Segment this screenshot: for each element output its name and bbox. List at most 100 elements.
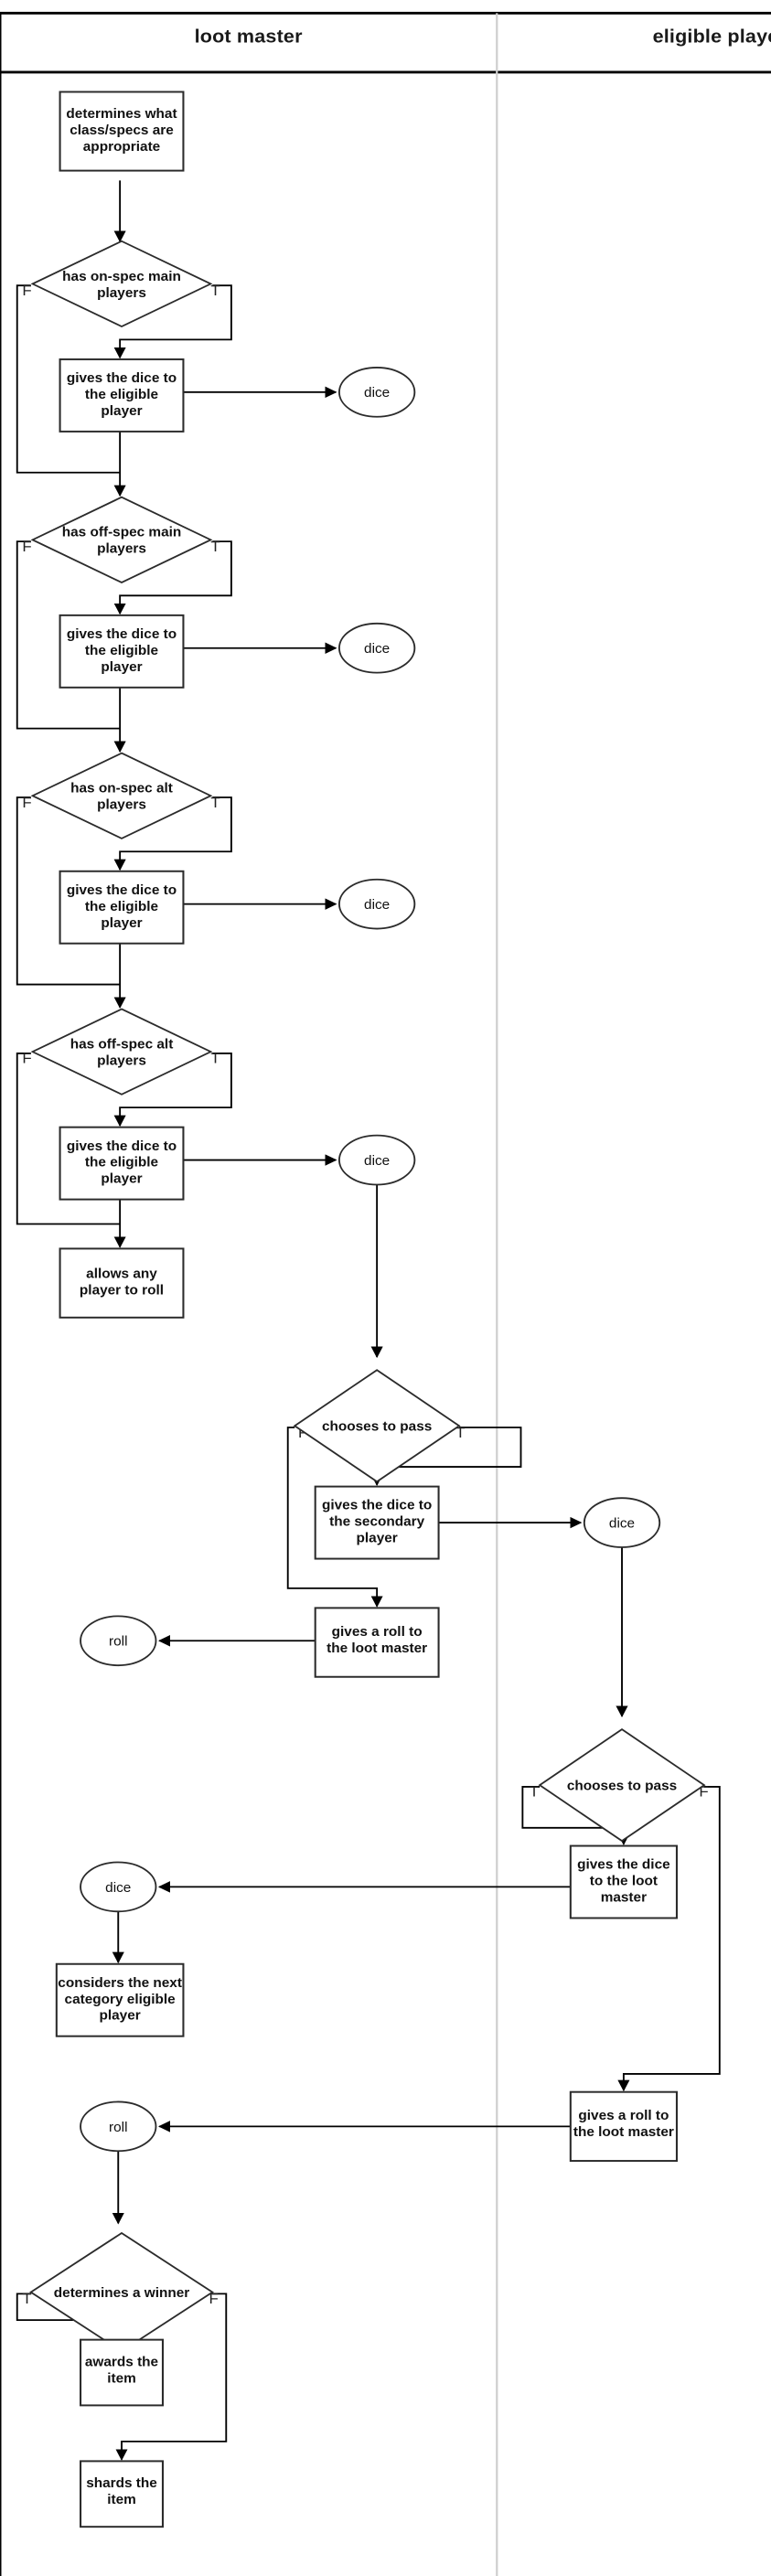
node-eligible-gives-roll[interactable]: gives a roll to the loot master	[314, 1607, 440, 1678]
node-line: dice	[105, 1880, 131, 1896]
edge-offspecalt-false	[16, 1053, 121, 1225]
node-line: allows any	[86, 1267, 157, 1282]
node-gives-dice-loot-master[interactable]: gives the dice to the loot master	[569, 1844, 678, 1919]
edge-onspecalt-false	[16, 796, 121, 986]
node-dice-6[interactable]: dice	[80, 1861, 157, 1913]
node-line: player	[101, 659, 142, 675]
diagram-outer-frame	[0, 11, 771, 2576]
edge-label-secondarypass-false: F	[699, 1784, 708, 1801]
node-line: player to roll	[80, 1283, 164, 1299]
edge-offspecmain-true	[113, 540, 232, 615]
node-line: dice	[609, 1516, 635, 1532]
node-shards-the-item[interactable]: shards the item	[80, 2460, 164, 2528]
node-line: the secondary	[329, 1514, 425, 1530]
node-has-on-spec-main[interactable]: has on-spec main players	[30, 240, 213, 328]
edge-onspecmain-false	[16, 284, 121, 474]
node-line: player	[357, 1531, 398, 1546]
node-line: has off-spec alt	[70, 1037, 174, 1053]
node-line: determines a winner	[54, 2285, 190, 2301]
node-line: has on-spec main	[62, 269, 181, 284]
node-dice-5[interactable]: dice	[583, 1497, 661, 1548]
node-line: gives the dice to	[67, 882, 177, 898]
node-determines-class-specs[interactable]: determines what class/specs are appropri…	[59, 91, 185, 172]
node-line: dice	[364, 1153, 390, 1169]
node-gives-dice-eligible-4[interactable]: gives the dice to the eligible player	[59, 1126, 185, 1201]
edge-eligiblepass-false	[286, 1427, 383, 1608]
node-line: gives a roll to	[332, 1624, 423, 1640]
node-line: the loot master	[573, 2124, 674, 2140]
node-gives-dice-secondary[interactable]: gives the dice to the secondary player	[314, 1485, 440, 1560]
node-roll-2[interactable]: roll	[80, 2100, 157, 2153]
lane-title-eligible-player: eligible player	[653, 27, 771, 47]
node-line: roll	[109, 1634, 127, 1650]
node-has-off-spec-main[interactable]: has off-spec main players	[30, 496, 213, 583]
node-line: has on-spec alt	[70, 781, 173, 796]
node-dice-1[interactable]: dice	[337, 367, 416, 418]
node-dice-2[interactable]: dice	[337, 622, 416, 674]
node-line: dice	[364, 641, 390, 657]
edge-label-onspecalt-true: T	[210, 795, 220, 811]
node-line: players	[97, 541, 146, 557]
node-line: the eligible	[85, 643, 158, 658]
edge-label-offspecmain-true: T	[210, 539, 220, 555]
edge-label-layer: F T F T F T F T F T T F T F	[22, 283, 708, 2307]
edge-label-onspecalt-false: F	[22, 795, 31, 811]
edge-offspecalt-true	[113, 1053, 232, 1128]
node-line: the eligible	[85, 899, 158, 914]
node-line: to the loot	[590, 1874, 658, 1889]
node-line: players	[97, 1053, 146, 1069]
node-line: the eligible	[85, 1155, 158, 1170]
node-line: the eligible	[85, 387, 158, 402]
edge-secondarypass-false	[617, 1786, 721, 2092]
node-line: dice	[364, 897, 390, 913]
edge-label-offspecalt-false: F	[22, 1051, 31, 1067]
lane-titles: loot master eligible player secondary pl…	[195, 27, 771, 47]
node-allows-any-player-roll[interactable]: allows any player to roll	[59, 1247, 185, 1319]
node-gives-dice-eligible-2[interactable]: gives the dice to the eligible player	[59, 614, 185, 689]
node-considers-next-category[interactable]: considers the next category eligible pla…	[55, 1962, 185, 2037]
node-dice-3[interactable]: dice	[337, 878, 416, 930]
edge-label-offspecalt-true: T	[210, 1051, 220, 1067]
node-dice-4[interactable]: dice	[337, 1134, 416, 1186]
edge-label-eligiblepass-true: T	[455, 1425, 465, 1441]
node-line: master	[601, 1890, 648, 1906]
node-line: player	[101, 915, 142, 931]
node-line: gives the dice to	[322, 1498, 432, 1513]
node-secondary-chooses-to-pass[interactable]: chooses to pass	[538, 1728, 706, 1843]
node-line: awards the	[85, 2355, 158, 2370]
node-line: player	[101, 403, 142, 419]
node-line: class/specs are	[70, 123, 174, 138]
swimlane-frame	[0, 11, 771, 2576]
node-awards-the-item[interactable]: awards the item	[80, 2338, 164, 2407]
node-line: chooses to pass	[322, 1419, 432, 1435]
node-roll-1[interactable]: roll	[80, 1615, 157, 1667]
node-line: player	[101, 1171, 142, 1187]
node-line: shards the	[86, 2475, 157, 2491]
edge-label-offspecmain-false: F	[22, 539, 31, 555]
node-line: gives a roll to	[578, 2108, 669, 2123]
node-eligible-chooses-to-pass[interactable]: chooses to pass	[293, 1369, 461, 1483]
node-line: player	[100, 2008, 141, 2024]
node-has-off-spec-alt[interactable]: has off-spec alt players	[30, 1008, 213, 1096]
node-line: chooses to pass	[567, 1779, 677, 1794]
edge-label-determineswinner-true: T	[22, 2291, 31, 2307]
node-line: item	[107, 2492, 136, 2507]
node-gives-dice-eligible-1[interactable]: gives the dice to the eligible player	[59, 358, 185, 433]
node-has-on-spec-alt[interactable]: has on-spec alt players	[30, 752, 213, 839]
edge-layer	[16, 180, 721, 2461]
node-line: item	[107, 2371, 136, 2387]
node-line: players	[97, 285, 146, 301]
node-gives-dice-eligible-3[interactable]: gives the dice to the eligible player	[59, 870, 185, 945]
node-line: the loot master	[327, 1641, 427, 1656]
edge-label-eligiblepass-false: F	[298, 1425, 307, 1441]
lane-title-loot-master: loot master	[195, 27, 303, 47]
node-line: determines what	[66, 106, 177, 122]
edge-label-secondarypass-true: T	[530, 1784, 539, 1801]
node-secondary-gives-roll[interactable]: gives a roll to the loot master	[569, 2090, 678, 2163]
edge-onspecmain-true	[113, 284, 232, 359]
node-determines-a-winner[interactable]: determines a winner	[29, 2231, 214, 2353]
node-line: considers the next	[58, 1975, 182, 1991]
node-line: gives the dice to	[67, 626, 177, 642]
